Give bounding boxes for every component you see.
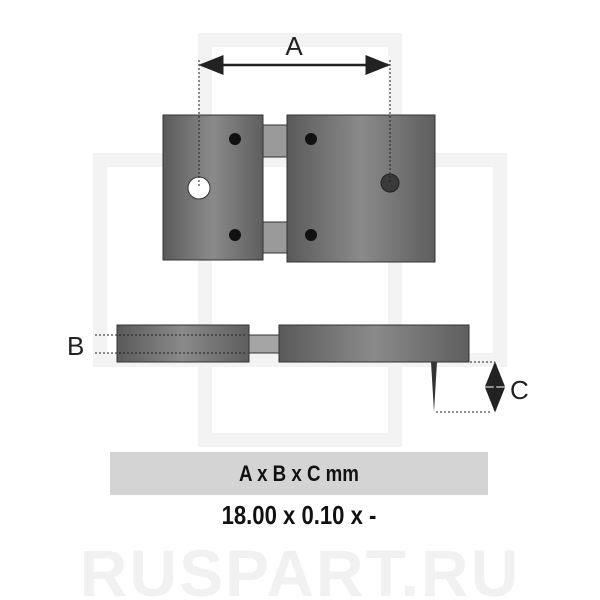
top-view: A: [162, 31, 436, 263]
watermark-text: RUSPART.RU: [80, 536, 520, 600]
label-b: B: [67, 331, 84, 361]
label-c: C: [510, 375, 529, 405]
side-view: B C: [67, 324, 529, 413]
pin: [431, 362, 437, 412]
dimension-header-band: [110, 452, 488, 495]
label-a: A: [285, 31, 303, 61]
dimension-header: A x B x C mm: [239, 461, 359, 486]
left-plate: [162, 114, 264, 261]
dimension-value: 18.00 x 0.10 x -: [221, 500, 377, 530]
